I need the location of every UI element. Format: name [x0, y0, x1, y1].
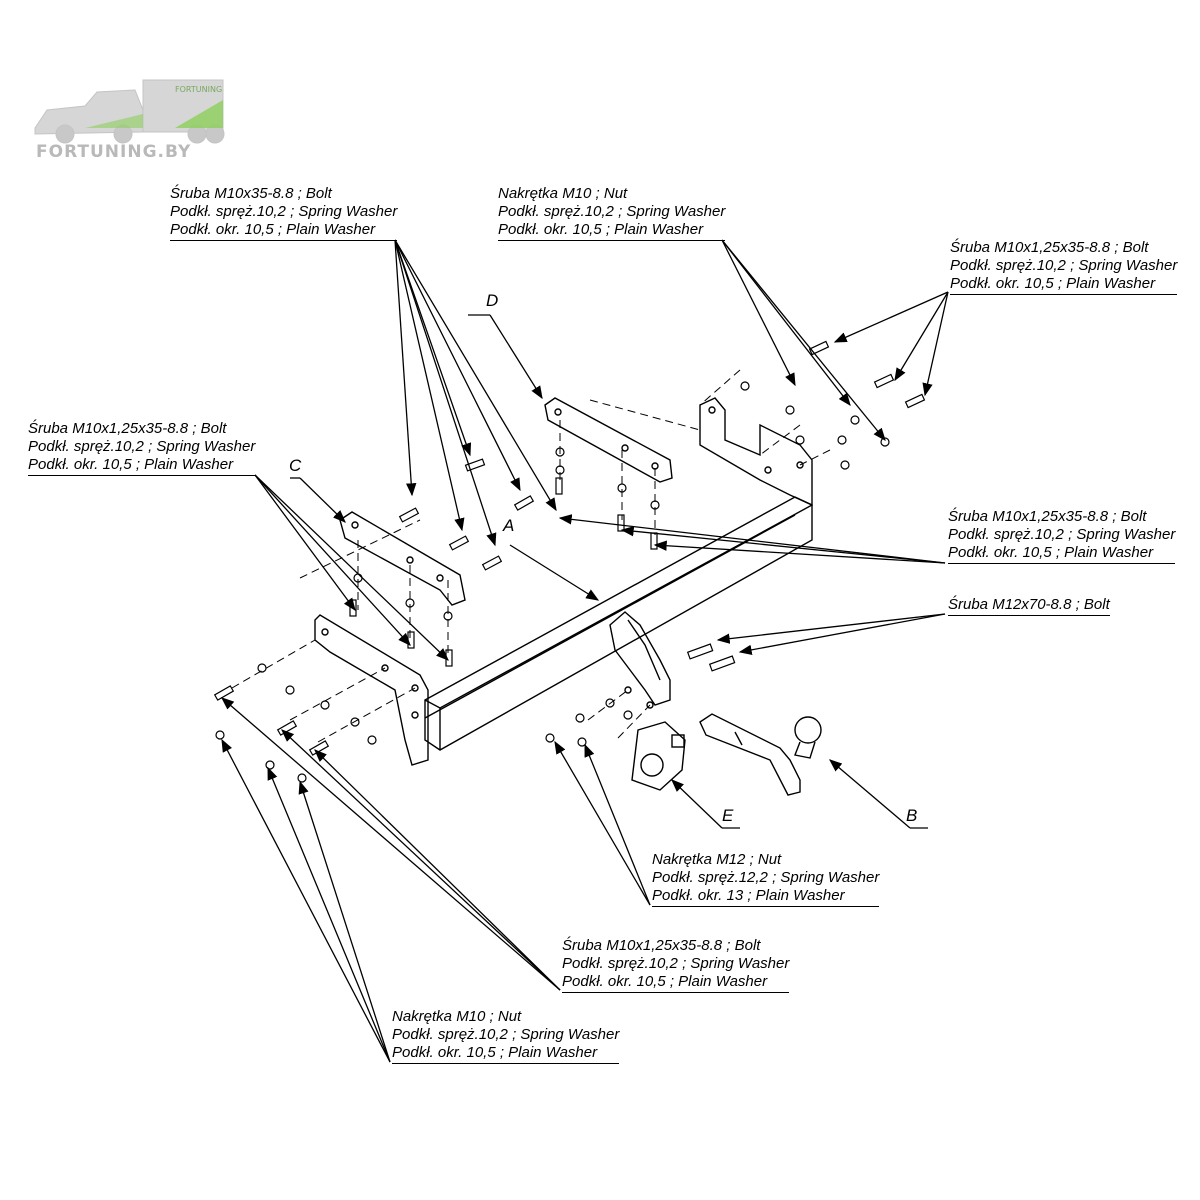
label-line: Śruba M10x35-8.8 ; Bolt [170, 185, 332, 202]
label-bolt-m10x125-bottom: Śruba M10x1,25x35-8.8 ; Bolt Podkł. sprę… [562, 937, 790, 993]
label-line: Podkł. okr. 10,5 ; Plain Washer [170, 221, 398, 241]
label-line: Nakrętka M10 ; Nut [392, 1008, 522, 1025]
label-line: Nakrętka M12 ; Nut [652, 851, 782, 868]
label-line: Śruba M10x1,25x35-8.8 ; Bolt [28, 420, 227, 437]
part-label-c: C [289, 456, 302, 475]
left-side-plate [314, 614, 429, 766]
fortuning-logo-icon: FORTUNING [34, 79, 225, 144]
label-line: Podkł. spręż.10,2 ; Spring Washer [170, 203, 398, 220]
trailer-logo-text: FORTUNING [175, 85, 222, 94]
label-line: Śruba M10x1,25x35-8.8 ; Bolt [948, 508, 1147, 525]
right-side-plate [699, 397, 813, 507]
label-line: Śruba M10x1,25x35-8.8 ; Bolt [562, 937, 761, 954]
label-nut-m10-bottom: Nakrętka M10 ; Nut Podkł. spręż.10,2 ; S… [392, 1008, 620, 1064]
label-bolt-m10x35-top: Śruba M10x35-8.8 ; Bolt Podkł. spręż.10,… [170, 185, 398, 241]
part-label-b: B [906, 806, 918, 825]
tow-ball-part-b [699, 713, 822, 796]
label-line: Podkł. spręż.10,2 ; Spring Washer [950, 257, 1178, 274]
fasteners [213, 340, 926, 783]
label-line: Podkł. okr. 10,5 ; Plain Washer [498, 221, 726, 241]
part-label-a: A [503, 516, 515, 535]
label-line: Podkł. okr. 10,5 ; Plain Washer [950, 275, 1178, 295]
label-line: Podkł. spręż.12,2 ; Spring Washer [652, 869, 880, 886]
part-label-d: D [486, 291, 499, 310]
brand-logo-text: FORTUNING.BY [36, 142, 192, 162]
label-line: Nakrętka M10 ; Nut [498, 185, 628, 202]
label-line: Podkł. okr. 10,5 ; Plain Washer [28, 456, 256, 476]
label-line: Śruba M10x1,25x35-8.8 ; Bolt [950, 239, 1149, 256]
label-line: Podkł. spręż.10,2 ; Spring Washer [28, 438, 256, 455]
label-line: Śruba M12x70-8.8 ; Bolt [948, 596, 1110, 616]
label-line: Podkł. spręż.10,2 ; Spring Washer [948, 526, 1176, 543]
ball-mount-plate [609, 611, 671, 709]
label-line: Podkł. okr. 10,5 ; Plain Washer [392, 1044, 620, 1064]
label-line: Podkł. okr. 10,5 ; Plain Washer [562, 973, 790, 993]
label-bolt-m10x125-right: Śruba M10x1,25x35-8.8 ; Bolt Podkł. sprę… [948, 508, 1176, 564]
label-bolt-m12x70: Śruba M12x70-8.8 ; Bolt [948, 596, 1110, 616]
label-line: Podkł. okr. 13 ; Plain Washer [652, 887, 880, 907]
bracket-part-d [544, 397, 673, 483]
bracket-part-c [339, 511, 466, 606]
socket-plate-part-e [631, 721, 686, 791]
label-bolt-m10x125-top-right: Śruba M10x1,25x35-8.8 ; Bolt Podkł. sprę… [950, 239, 1178, 295]
label-line: Podkł. spręż.10,2 ; Spring Washer [392, 1026, 620, 1043]
label-bolt-m10x125-left: Śruba M10x1,25x35-8.8 ; Bolt Podkł. sprę… [28, 420, 256, 476]
label-line: Podkł. spręż.10,2 ; Spring Washer [562, 955, 790, 972]
label-nut-m10-top: Nakrętka M10 ; Nut Podkł. spręż.10,2 ; S… [498, 185, 726, 241]
label-line: Podkł. spręż.10,2 ; Spring Washer [498, 203, 726, 220]
label-nut-m12: Nakrętka M12 ; Nut Podkł. spręż.12,2 ; S… [652, 851, 880, 907]
label-line: Podkł. okr. 10,5 ; Plain Washer [948, 544, 1176, 564]
part-label-e: E [722, 806, 734, 825]
crossbar-part-a [424, 496, 813, 751]
